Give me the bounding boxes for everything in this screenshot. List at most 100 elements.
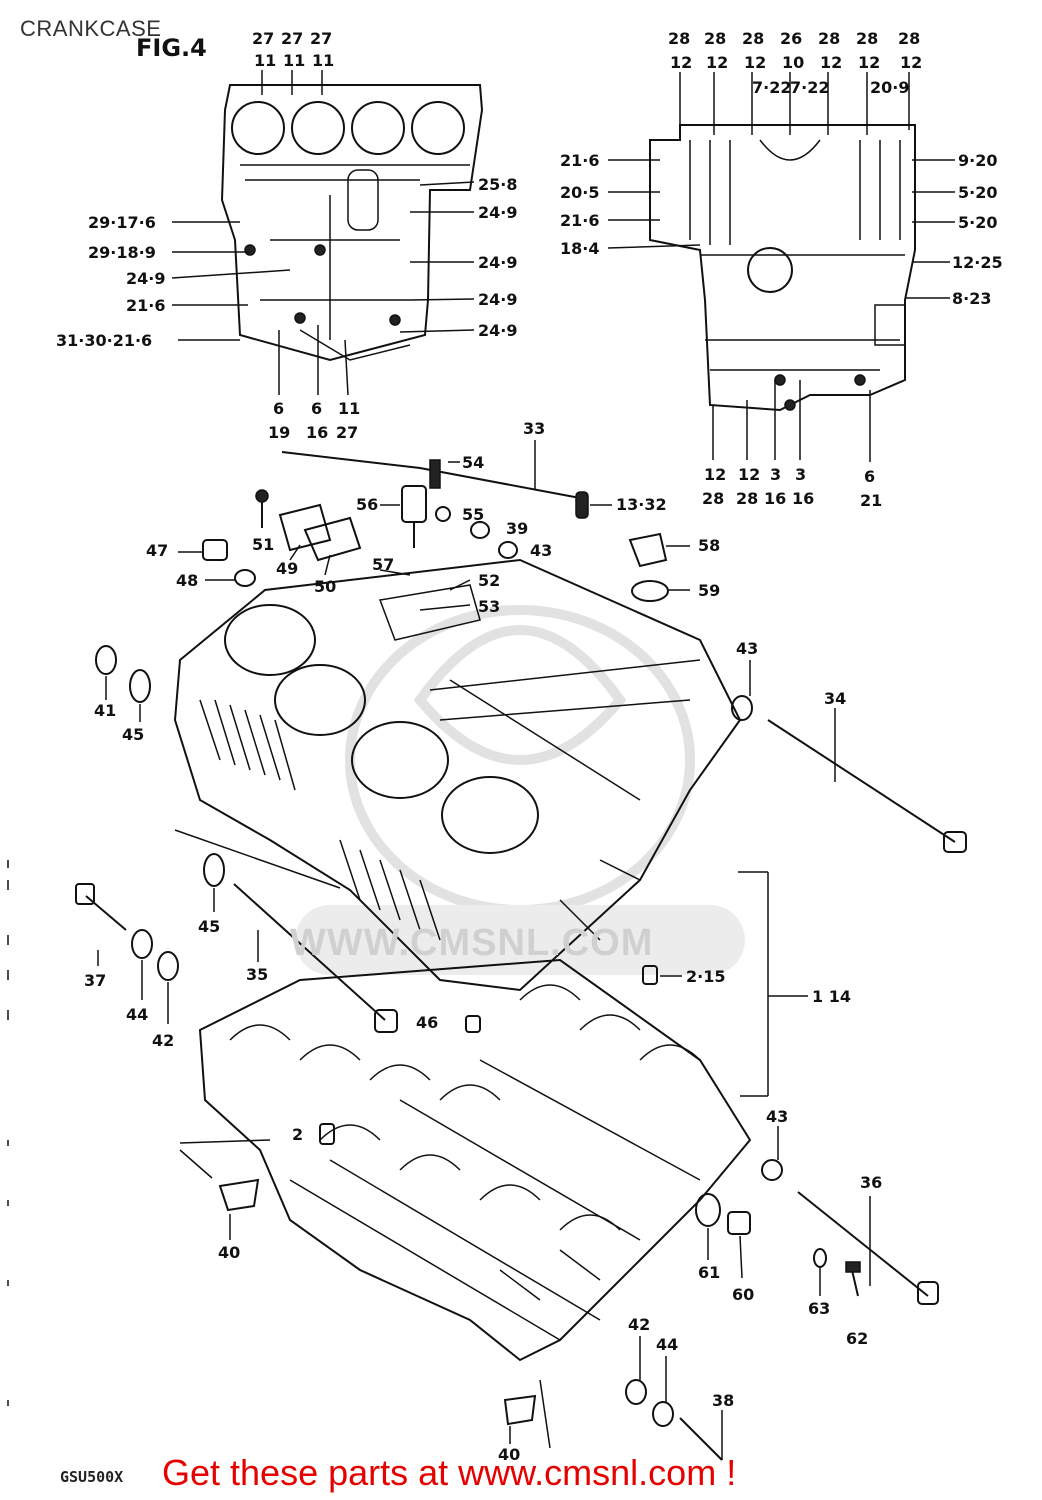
callout-28-r2: 28 (704, 29, 726, 48)
callout-57: 57 (372, 555, 394, 574)
callout-29-17-6: 29·17·6 (88, 213, 156, 232)
upper-crankcase-half (173, 558, 742, 992)
callout-12-r5: 12 (820, 53, 842, 72)
callout-21-r: 21 (860, 491, 882, 510)
callout-5-20b: 5·20 (958, 213, 997, 232)
callout-12-r21: 12 (738, 465, 760, 484)
callout-35: 35 (246, 965, 268, 984)
callout-24-9a: 24·9 (478, 203, 517, 222)
callout-45b: 45 (198, 917, 220, 936)
promo-link[interactable]: Get these parts at www.cmsnl.com ! (162, 1452, 737, 1493)
watermark-text: WWW.CMSNL.COM (290, 922, 654, 964)
page-title: CRANKCASE (20, 16, 162, 41)
main-view-leaders (97, 440, 871, 1460)
callout-37: 37 (84, 971, 106, 990)
callout-43b: 43 (736, 639, 758, 658)
callout-21-6: 21·6 (126, 296, 165, 315)
callout-27d: 27 (336, 423, 358, 442)
callout-52: 52 (478, 571, 500, 590)
lower-crankcase-half (198, 958, 752, 1362)
callout-12-25: 12·25 (952, 253, 1003, 272)
upper-right-callouts: 28 12 28 12 28 12 26 10 28 12 28 12 28 1… (560, 29, 1003, 510)
callout-44b: 44 (656, 1335, 678, 1354)
callout-51: 51 (252, 535, 274, 554)
callout-28-r20: 28 (702, 489, 724, 508)
main-view-callouts: 33 54 13·32 56 55 51 47 48 49 50 39 43 5… (84, 419, 882, 1464)
callout-12-r20: 12 (704, 465, 726, 484)
callout-58: 58 (698, 536, 720, 555)
callout-46: 46 (416, 1013, 438, 1032)
callout-27a: 27 (252, 29, 274, 48)
callout-28-r5: 28 (818, 29, 840, 48)
callout-26: 26 (780, 29, 802, 48)
callout-16: 16 (306, 423, 328, 442)
callout-39: 39 (506, 519, 528, 538)
callout-12-r7: 12 (900, 53, 922, 72)
callout-40b: 40 (498, 1445, 520, 1464)
callout-43c: 43 (766, 1107, 788, 1126)
callout-60: 60 (732, 1285, 754, 1304)
callout-31-30-21-6: 31·30·21·6 (56, 331, 152, 350)
upper-left-leaders (171, 70, 475, 396)
callout-27c: 27 (310, 29, 332, 48)
callout-20-5: 20·5 (560, 183, 599, 202)
callout-27b: 27 (281, 29, 303, 48)
callout-12-r1: 12 (670, 53, 692, 72)
upper-left-callouts: 27 11 27 11 27 11 25·8 24·9 24·9 24·9 24… (56, 29, 517, 442)
callout-21-6-r2: 21·6 (560, 211, 599, 230)
callout-11a: 11 (254, 51, 276, 70)
callout-29-18-9: 29·18·9 (88, 243, 156, 262)
callout-33: 33 (523, 419, 545, 438)
callout-28-r3: 28 (742, 29, 764, 48)
callout-34: 34 (824, 689, 846, 708)
callout-19: 19 (268, 423, 290, 442)
callout-28-r6: 28 (856, 29, 878, 48)
upper-case-top-view (220, 84, 484, 362)
callout-6a: 6 (273, 399, 284, 418)
upper-right-leaders (607, 72, 955, 462)
callout-47: 47 (146, 541, 168, 560)
callout-48: 48 (176, 571, 198, 590)
callout-50: 50 (314, 577, 336, 596)
callout-24-9e: 24·9 (126, 269, 165, 288)
callout-63: 63 (808, 1299, 830, 1318)
callout-49: 49 (276, 559, 298, 578)
callout-54: 54 (462, 453, 484, 472)
callout-25-8: 25·8 (478, 175, 517, 194)
callout-59: 59 (698, 581, 720, 600)
callout-21-6-r: 21·6 (560, 151, 599, 170)
callout-12-r3: 12 (744, 53, 766, 72)
callout-2: 2 (292, 1125, 303, 1144)
callout-62: 62 (846, 1329, 868, 1348)
callout-12-r6: 12 (858, 53, 880, 72)
callout-16a: 16 (764, 489, 786, 508)
model-code: GSU500X (60, 1468, 124, 1486)
callout-38: 38 (712, 1391, 734, 1410)
callout-61: 61 (698, 1263, 720, 1282)
callout-20-9: 20·9 (870, 78, 909, 97)
callout-44a: 44 (126, 1005, 148, 1024)
callout-28-r21: 28 (736, 489, 758, 508)
callout-5-20a: 5·20 (958, 183, 997, 202)
callout-6-r: 6 (864, 467, 875, 486)
small-parts (75, 451, 967, 1461)
callout-3a: 3 (770, 465, 781, 484)
callout-7-22a: 7·22 (752, 78, 791, 97)
callout-41: 41 (94, 701, 116, 720)
callout-43a: 43 (530, 541, 552, 560)
callout-11b: 11 (283, 51, 305, 70)
callout-2-15: 2·15 (686, 967, 725, 986)
callout-40a: 40 (218, 1243, 240, 1262)
callout-56: 56 (356, 495, 378, 514)
callout-11c: 11 (312, 51, 334, 70)
callout-42b: 42 (628, 1315, 650, 1334)
callout-1-14: 1 14 (812, 987, 851, 1006)
callout-3b: 3 (795, 465, 806, 484)
callout-24-9d: 24·9 (478, 321, 517, 340)
callout-24-9b: 24·9 (478, 253, 517, 272)
callout-45a: 45 (122, 725, 144, 744)
callout-24-9c: 24·9 (478, 290, 517, 309)
callout-11d: 11 (338, 399, 360, 418)
callout-36: 36 (860, 1173, 882, 1192)
